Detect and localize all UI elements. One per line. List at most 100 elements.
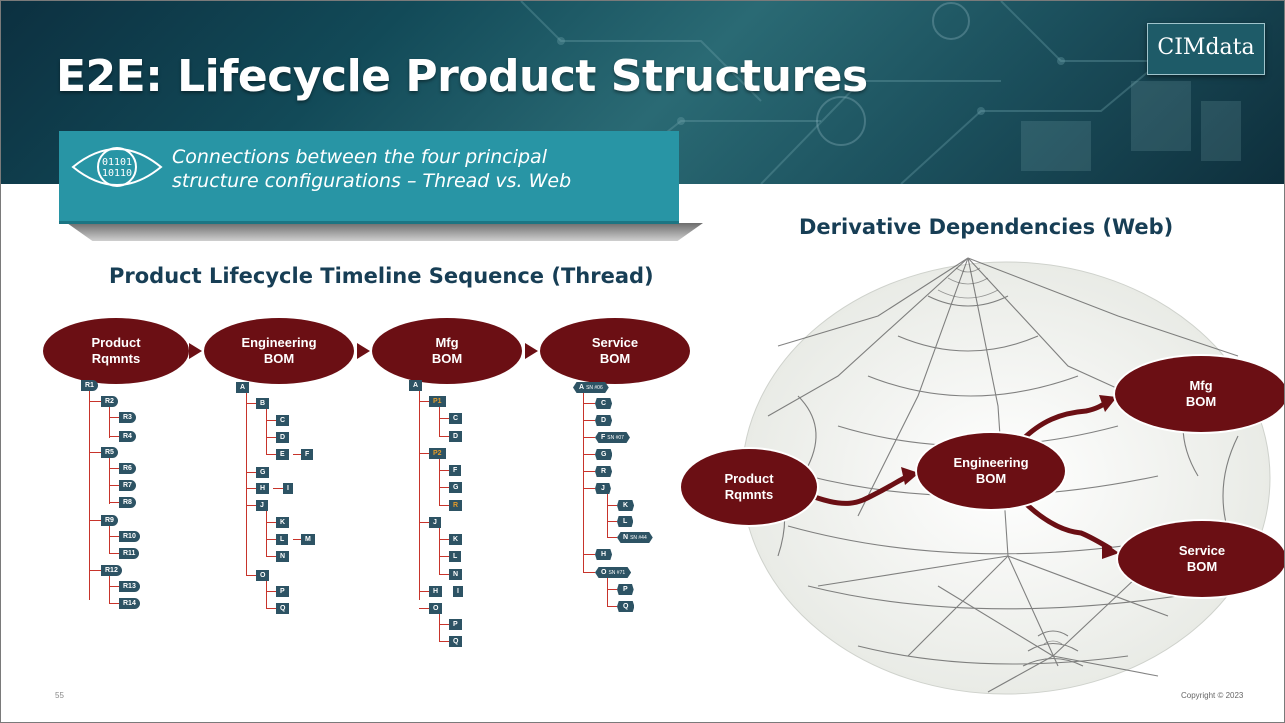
tree-connector	[439, 505, 449, 506]
tree-connector	[89, 452, 101, 453]
tree-connector	[266, 581, 267, 608]
tree-connector	[266, 511, 267, 557]
tree-node: K	[276, 517, 290, 528]
tree-node: Q	[617, 601, 635, 612]
node-label-line1: Engineering	[953, 455, 1029, 470]
arrow-product-to-engineering	[808, 472, 912, 506]
tree-node: H	[256, 483, 270, 494]
tree-node: G	[595, 449, 613, 460]
tree-node: R6	[119, 463, 136, 474]
svg-text:10110: 10110	[102, 168, 132, 179]
arrow-engineering-to-mfg	[1019, 398, 1111, 443]
tree-connector	[109, 536, 119, 537]
slide-number: 55	[55, 691, 64, 700]
tree-connector	[419, 591, 429, 592]
tree-connector	[266, 556, 276, 557]
tree-connector	[109, 576, 110, 604]
callout-shadow	[67, 223, 703, 241]
tree-connector	[246, 472, 256, 473]
tree-node: R3	[119, 412, 136, 423]
tree-connector	[583, 572, 595, 573]
tree-node: C	[449, 413, 463, 424]
tree-node: R14	[119, 598, 140, 609]
tree-connector	[109, 468, 119, 469]
tree-connector	[419, 453, 429, 454]
tree-node: D	[595, 415, 613, 426]
tree-node: R12	[101, 565, 122, 576]
tree-node: J	[256, 500, 268, 511]
web-strands	[757, 257, 1239, 693]
tree-connector	[109, 526, 110, 554]
tree-connector	[439, 459, 440, 506]
node-label-line1: Product	[724, 471, 774, 486]
tree-node: R11	[119, 548, 140, 559]
node-label: A	[579, 384, 585, 391]
tree-node: R8	[119, 497, 136, 508]
tree-connector	[266, 437, 276, 438]
tree-node: H	[429, 586, 443, 597]
tree-node: H	[595, 549, 613, 560]
tree-connector	[607, 606, 617, 607]
tree-connector	[89, 520, 101, 521]
tree-connector	[89, 391, 90, 600]
tree-node: R4	[119, 431, 136, 442]
tree-node: G	[449, 482, 463, 493]
tree-node: A	[236, 382, 250, 393]
tree-node: R	[595, 466, 613, 477]
phantom-label: P1	[433, 398, 442, 405]
tree-node: Q	[276, 603, 290, 614]
tree-connector	[607, 578, 608, 606]
cimdata-logo: CIMdata	[1147, 23, 1265, 75]
tree-connector	[607, 494, 608, 538]
tree-node: L	[276, 534, 289, 545]
tree-node: R9	[101, 515, 118, 526]
thread-heading: Product Lifecycle Timeline Sequence (Thr…	[109, 264, 654, 288]
tree-connector	[89, 401, 101, 402]
tree-connector	[246, 403, 256, 404]
tree-connector	[439, 614, 440, 641]
copyright-text: Copyright © 2023	[1181, 691, 1244, 700]
tree-connector	[419, 522, 429, 523]
node-label: N	[623, 534, 629, 541]
tree-node: R7	[119, 480, 136, 491]
tree-connector	[439, 641, 449, 642]
tree-connector	[439, 418, 449, 419]
node-label: F	[601, 434, 606, 441]
stage-label-line2: BOM	[599, 351, 631, 366]
web-heading: Derivative Dependencies (Web)	[799, 215, 1174, 239]
node-label: O	[601, 569, 607, 576]
slide-title: E2E: Lifecycle Product Structures	[56, 51, 868, 102]
tree-connector	[266, 522, 276, 523]
tree-node: F	[449, 465, 462, 476]
node-label-line1: Mfg	[1189, 378, 1213, 393]
tree-connector	[109, 586, 119, 587]
tree-connector	[266, 591, 276, 592]
node-label-line2: Rqmnts	[724, 487, 774, 502]
tree-connector	[439, 487, 449, 488]
tree-node: G	[256, 467, 270, 478]
tree-connector	[439, 436, 449, 437]
tree-node: J	[429, 517, 441, 528]
tree-connector	[583, 393, 584, 573]
thread-arrow	[357, 343, 370, 359]
callout-line-1: Connections between the four principal	[172, 146, 547, 168]
tree-connector	[109, 407, 110, 438]
tree-node: L	[449, 551, 462, 562]
tree-node: D	[449, 431, 463, 442]
tree-node: Q	[449, 636, 463, 647]
tree-connector	[273, 488, 283, 489]
tree-connector	[439, 574, 449, 575]
tree-connector	[439, 470, 449, 471]
tree-connector	[419, 391, 420, 600]
tree-connector	[293, 454, 301, 455]
callout-text: Connections between the four principal s…	[172, 145, 662, 193]
